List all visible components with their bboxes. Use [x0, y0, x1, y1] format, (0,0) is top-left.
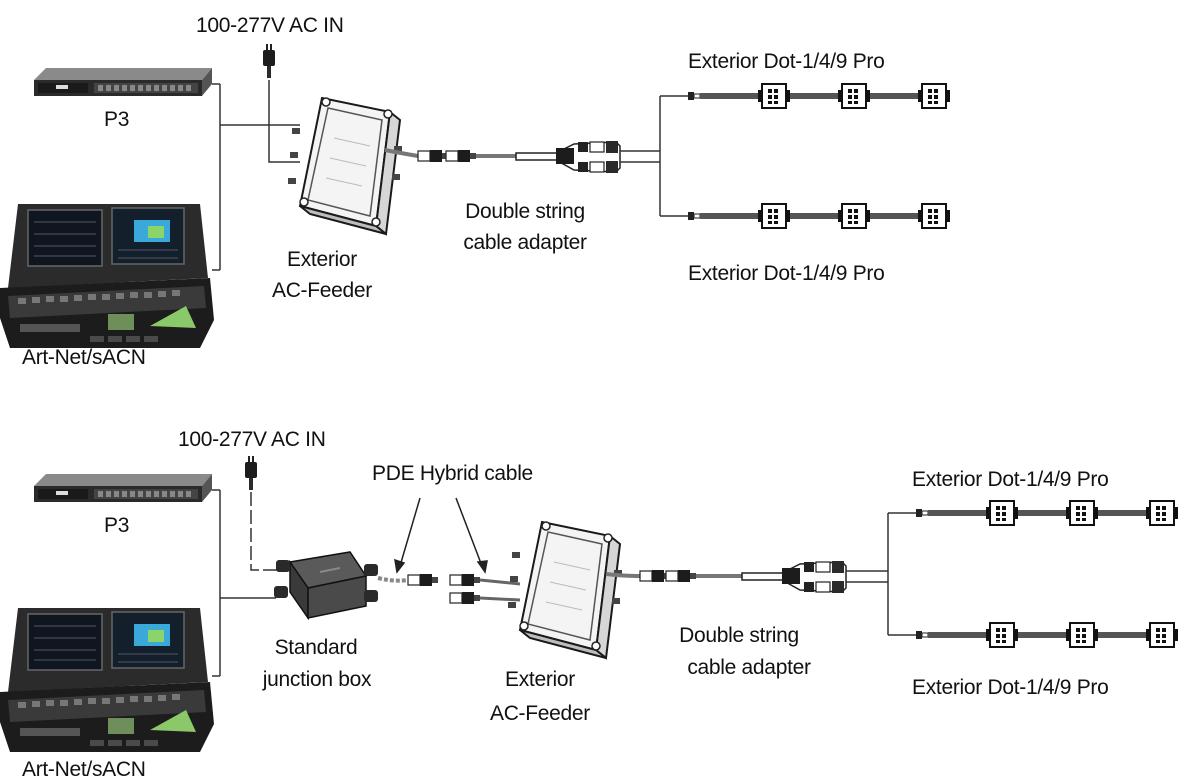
signal-line-top	[212, 83, 300, 271]
adapter-label-bottom-line1: Double string	[679, 624, 799, 647]
cable-connector-top-a	[417, 149, 449, 163]
hybrid-connector-c	[449, 591, 481, 605]
double-string-adapter-bottom	[741, 560, 847, 594]
bottom-section	[0, 456, 1179, 753]
fork-lines-top	[620, 95, 688, 217]
hybrid-connector-a	[407, 573, 439, 587]
lighting-console-top	[0, 203, 215, 349]
lighting-console-bottom	[0, 607, 215, 753]
dot-label-top-lower: Exterior Dot-1/4/9 Pro	[688, 262, 885, 285]
dot-label-bottom-upper: Exterior Dot-1/4/9 Pro	[912, 468, 1109, 491]
p3-label-top: P3	[104, 108, 130, 131]
dot-string-bottom-upper	[915, 500, 1179, 526]
adapter-label-bottom-line2: cable adapter	[687, 656, 811, 679]
junction-box	[273, 551, 379, 619]
p3-label-bottom: P3	[104, 514, 130, 537]
cable-connector-top-b	[445, 149, 477, 163]
ac-line-top	[268, 80, 300, 163]
junction-label-line1: Standard	[274, 636, 358, 659]
dot-string-top-upper	[687, 83, 951, 109]
dot-label-top-upper: Exterior Dot-1/4/9 Pro	[688, 50, 885, 73]
feeder-label-bottom-line2: AC-Feeder	[489, 702, 590, 725]
adapter-label-top-line1: Double string	[465, 200, 585, 223]
ac-plug-bottom	[245, 456, 257, 490]
p3-controller-bottom	[34, 474, 212, 502]
p3-controller-top	[34, 68, 212, 96]
ac-input-label-bottom: 100-277V AC IN	[178, 428, 326, 451]
hybrid-cable-arrows	[394, 497, 488, 574]
dot-string-bottom-lower	[915, 622, 1179, 648]
ac-input-label-top: 100-277V AC IN	[196, 14, 344, 37]
feeder-label-top-line2: AC-Feeder	[271, 279, 372, 302]
ac-feeder-top	[287, 97, 403, 235]
feeder-label-top-line1: Exterior	[287, 248, 357, 271]
ac-plug-top	[263, 44, 275, 78]
cable-connector-bottom-b	[665, 569, 697, 583]
feeder-label-bottom-line1: Exterior	[505, 668, 575, 691]
junction-label-line2: junction box	[262, 668, 372, 691]
dot-string-top-lower	[687, 203, 951, 229]
ac-line-bottom	[250, 492, 278, 571]
signal-line-bottom	[212, 489, 276, 677]
top-section	[0, 44, 951, 349]
double-string-adapter-top	[515, 140, 621, 174]
hybrid-cable-label: PDE Hybrid cable	[372, 462, 533, 485]
fork-lines-bottom	[846, 512, 916, 636]
ac-feeder-bottom	[507, 521, 623, 659]
dot-label-bottom-lower: Exterior Dot-1/4/9 Pro	[912, 676, 1109, 699]
adapter-label-top-line2: cable adapter	[463, 231, 587, 254]
hybrid-connector-b	[449, 573, 481, 587]
console-label-bottom: Art-Net/sACN	[22, 758, 146, 781]
console-label-top: Art-Net/sACN	[22, 346, 146, 369]
